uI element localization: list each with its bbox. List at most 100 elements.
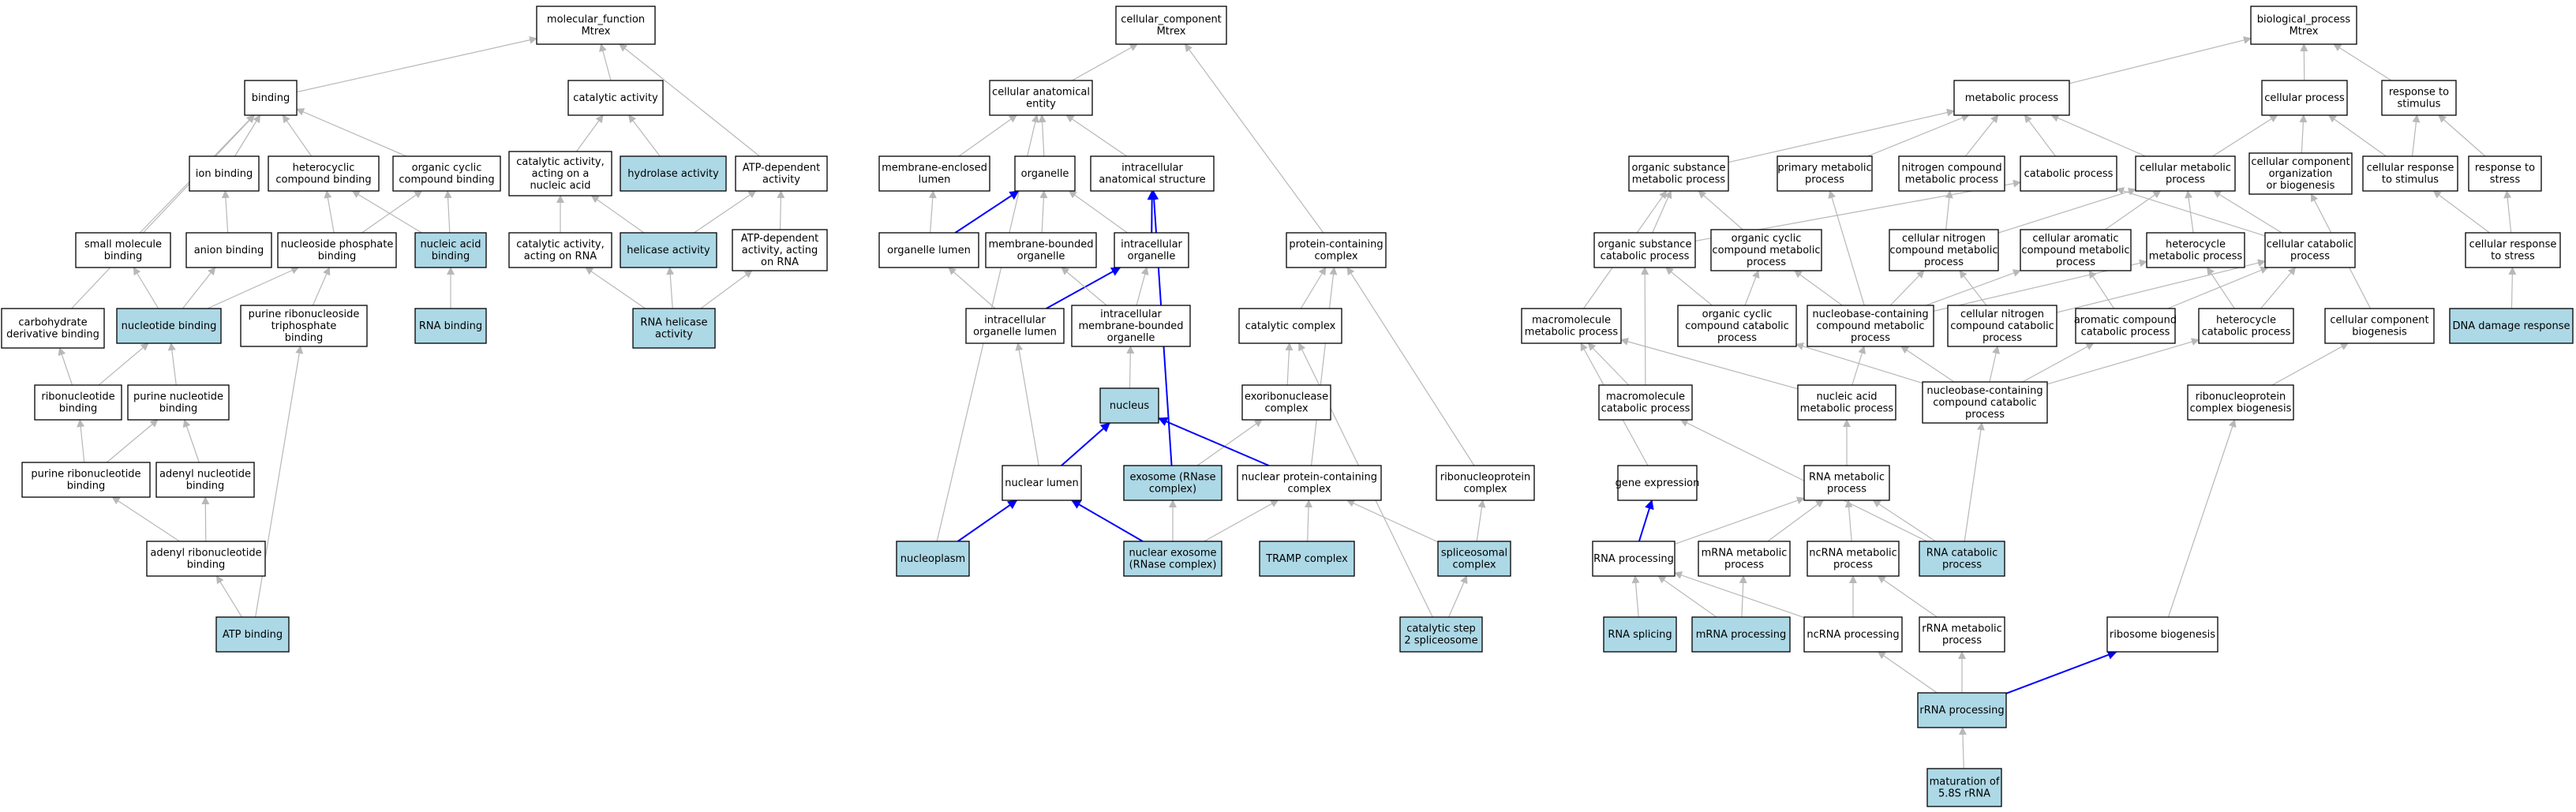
node-rrna-processing[interactable]: rRNA processing [1917, 692, 2007, 728]
node-organelle[interactable]: organelle [1014, 155, 1076, 192]
node-hydrolase-activity[interactable]: hydrolase activity [620, 155, 727, 192]
node-binding[interactable]: binding [244, 80, 298, 116]
node-metabolic-process[interactable]: metabolic process [1953, 80, 2070, 116]
node-catalytic-acting-on-rna[interactable]: catalytic activity,acting on RNA [508, 232, 612, 268]
node-nucleoplasm[interactable]: nucleoplasm [896, 541, 970, 577]
node-rna-binding[interactable]: RNA binding [414, 308, 487, 344]
node-catalytic-complex[interactable]: catalytic complex [1238, 308, 1342, 344]
node-anion-binding[interactable]: anion binding [185, 232, 272, 268]
node-helicase-activity[interactable]: helicase activity [620, 232, 717, 268]
node-tramp-complex[interactable]: TRAMP complex [1259, 541, 1355, 577]
node-rna-processing[interactable]: RNA processing [1592, 541, 1676, 577]
node-label-line: Mtrex [2290, 26, 2319, 38]
node-atp-binding[interactable]: ATP binding [215, 616, 290, 653]
node-gene-expression[interactable]: gene expression [1616, 465, 1700, 501]
node-maturation-of-5-8s-rrna[interactable]: maturation of5.8S rRNA [1926, 768, 2002, 807]
node-label-line: RNA processing [1593, 553, 1674, 565]
node-nuclear-exosome-rnase-complex[interactable]: nuclear exosome(RNase complex) [1123, 541, 1222, 577]
node-ion-binding[interactable]: ion binding [189, 155, 260, 192]
node-nuclear-lumen[interactable]: nuclear lumen [1002, 465, 1082, 501]
node-nucleotide-binding[interactable]: nucleotide binding [116, 308, 222, 344]
node-box [1437, 541, 1511, 577]
edge-organic-cyclic-compound-catabolic-process-to-organic-substance-catabolic-process [1665, 267, 1713, 306]
node-catalytic-activity[interactable]: catalytic activity [567, 80, 664, 116]
node-catabolic-process[interactable]: catabolic process [2020, 155, 2117, 192]
node-organelle-lumen[interactable]: organelle lumen [878, 232, 979, 268]
node-rna-splicing[interactable]: RNA splicing [1603, 616, 1677, 653]
node-ribosome-biogenesis[interactable]: ribosome biogenesis [2106, 616, 2218, 653]
edge-nucleobase-containing-compound-catabolic-process-to-cellular-nitrogen-compound-catabolic-process [1989, 346, 2000, 383]
node-cellular-process[interactable]: cellular process [2261, 80, 2348, 116]
node-nucleus[interactable]: nucleus [1099, 387, 1159, 424]
node-dna-damage-response[interactable]: DNA damage response [2449, 308, 2574, 344]
node-label-line: binding [59, 403, 97, 415]
node-ncrna-processing[interactable]: ncRNA processing [1803, 616, 1903, 653]
node-mrna-processing[interactable]: mRNA processing [1691, 616, 1791, 653]
